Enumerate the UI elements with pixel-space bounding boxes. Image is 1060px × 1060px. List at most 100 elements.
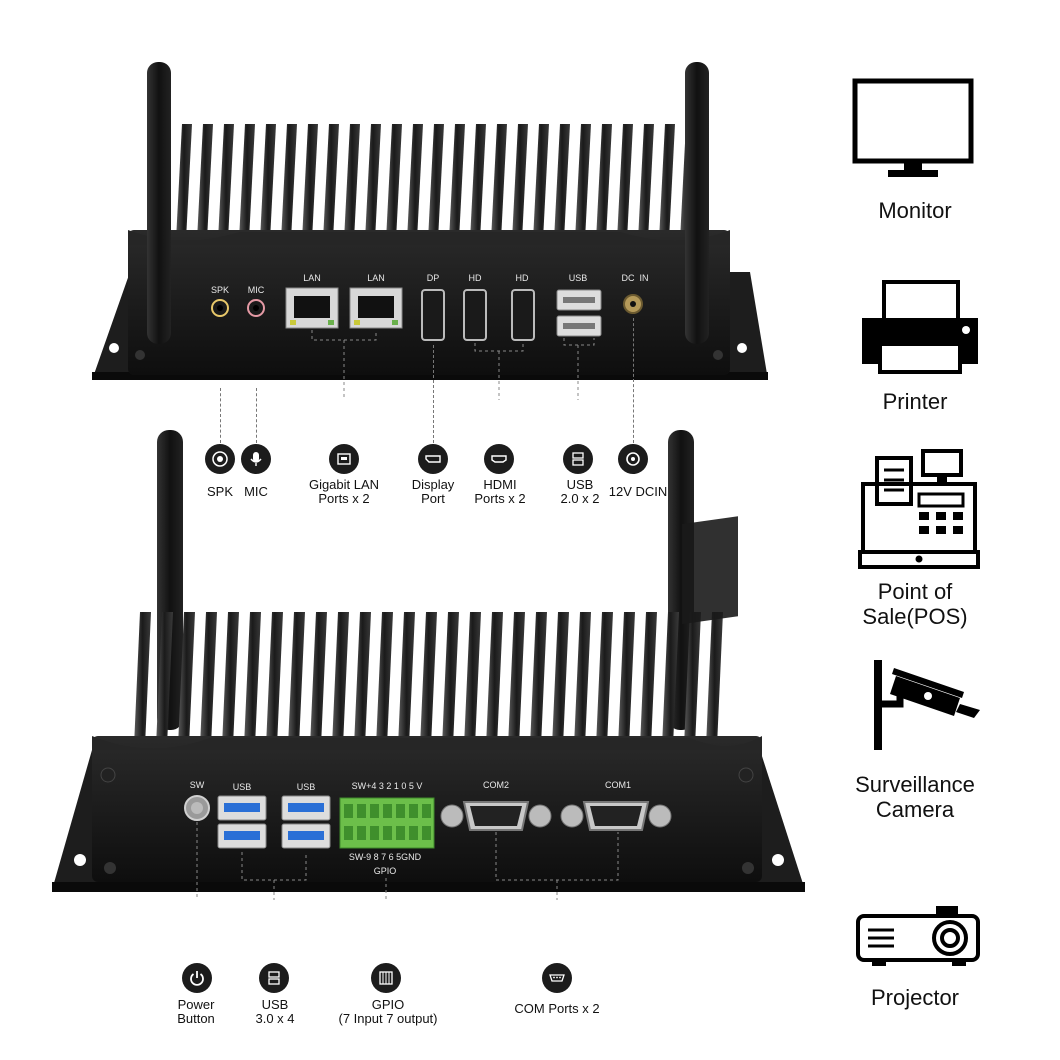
heatsink-fin (442, 612, 459, 746)
heatsink-fin (178, 612, 195, 746)
heatsink-fin (222, 612, 239, 746)
monitor-label: Monitor (878, 198, 952, 223)
dc-jack-icon (618, 444, 648, 474)
heatsink-fin (508, 612, 525, 746)
heatsink-fin (449, 124, 465, 240)
heatsink-fin (638, 124, 654, 240)
heatsink-fin (659, 124, 675, 240)
usb-icon (259, 963, 289, 993)
hd2-port-tag: HD (515, 273, 529, 283)
gpio-pin (357, 826, 366, 840)
dcin-port-tag: DC IN (621, 273, 649, 283)
heatsink-fin (407, 124, 423, 240)
speaker-icon (205, 444, 235, 474)
dcin-label: 12V DCIN (608, 484, 668, 499)
gpio-pin (383, 804, 392, 818)
printer-label: Printer (882, 389, 948, 414)
com-label: COM Ports x 2 (514, 1001, 600, 1016)
microphone-icon (241, 444, 271, 474)
serial-port-icon (542, 963, 572, 993)
gpio-icon (371, 963, 401, 993)
usb-icon (563, 444, 593, 474)
gpio-pin (422, 804, 431, 818)
heatsink-fin (218, 124, 234, 240)
hdmi-icon (484, 444, 514, 474)
gpio-tag: GPIO (373, 866, 397, 876)
gpio-pin (370, 804, 379, 818)
heatsink-fin (281, 124, 297, 240)
surveillance-camera-icon (874, 660, 980, 750)
spk-port-tag: SPK (210, 285, 230, 295)
heatsink-fin (200, 612, 217, 746)
heatsink-fin (684, 612, 701, 746)
heatsink-fin (310, 612, 327, 746)
heatsink-fin (575, 124, 591, 240)
heatsink-fin (470, 124, 486, 240)
heatsink-fin (365, 124, 381, 240)
gpio-pin (344, 826, 353, 840)
gpio-pin (422, 826, 431, 840)
gpio-pin (370, 826, 379, 840)
heatsink-fin (554, 124, 570, 240)
spk-leader (220, 388, 221, 443)
heatsink-fin (323, 124, 339, 240)
heatsink-fin (533, 124, 549, 240)
gpio-pin (409, 804, 418, 818)
lan1-port-tag: LAN (303, 273, 321, 283)
power-icon (182, 963, 212, 993)
projector-label: Projector (870, 985, 960, 1010)
sw-port-tag: SW (189, 780, 205, 790)
heatsink-fin (266, 612, 283, 746)
bottom-device-illustration (52, 430, 805, 900)
displayport-icon (418, 444, 448, 474)
mic-label: MIC (244, 484, 268, 499)
gpio-pin (383, 826, 392, 840)
heatsink-fin (662, 612, 679, 746)
gpio-top-tag: SW+4 3 2 1 0 5 V (351, 781, 423, 791)
gpio-pin (357, 804, 366, 818)
heatsink-fin (376, 612, 393, 746)
heatsink-fin (302, 124, 318, 240)
heatsink-fin (398, 612, 415, 746)
heatsink-fin (134, 612, 151, 746)
usb-port-tag: USB (568, 273, 588, 283)
projector-icon (856, 906, 980, 966)
usb1-port-tag: USB (232, 782, 252, 792)
usb2-port-tag: USB (296, 782, 316, 792)
com2-port-tag: COM2 (482, 780, 510, 790)
mic-port-tag: MIC (247, 285, 265, 295)
usb3-label: USB 3.0 x 4 (255, 997, 295, 1026)
heatsink-fin (197, 124, 213, 240)
dp-leader (433, 345, 434, 443)
cash-register-icon (858, 449, 980, 569)
gpio-pin (396, 826, 405, 840)
heatsink-fin (239, 124, 255, 240)
heatsink-fin (486, 612, 503, 746)
heatsink-fin (574, 612, 591, 746)
power-label: Power Button (177, 997, 215, 1026)
monitor-icon (852, 78, 974, 177)
usb2-label: USB 2.0 x 2 (560, 477, 600, 506)
pos-label: Point of Sale(POS) (862, 579, 968, 629)
heatsink-fin (640, 612, 657, 746)
surveillance-label: Surveillance Camera (855, 772, 975, 822)
dcin-leader (633, 318, 634, 443)
com1-port-tag: COM1 (604, 780, 632, 790)
dp-label: Display Port (411, 477, 455, 506)
hdmi-label: HDMI Ports x 2 (474, 477, 526, 506)
heatsink-fin (596, 124, 612, 240)
heatsink-fin (156, 612, 173, 746)
heatsink-fin (552, 612, 569, 746)
heatsink-fin (288, 612, 305, 746)
heatsink-fin (354, 612, 371, 746)
gpio-label: GPIO (7 Input 7 output) (338, 997, 438, 1026)
lan2-port-tag: LAN (367, 273, 385, 283)
heatsink-fin (491, 124, 507, 240)
heatsink-fin (617, 124, 633, 240)
heatsink-fin (464, 612, 481, 746)
gpio-pin (344, 804, 353, 818)
heatsink-fin (332, 612, 349, 746)
lan-label: Gigabit LAN Ports x 2 (308, 477, 380, 506)
gpio-bottom-tag: SW-9 8 7 6 5GND (348, 852, 422, 862)
heatsink-fin (428, 124, 444, 240)
